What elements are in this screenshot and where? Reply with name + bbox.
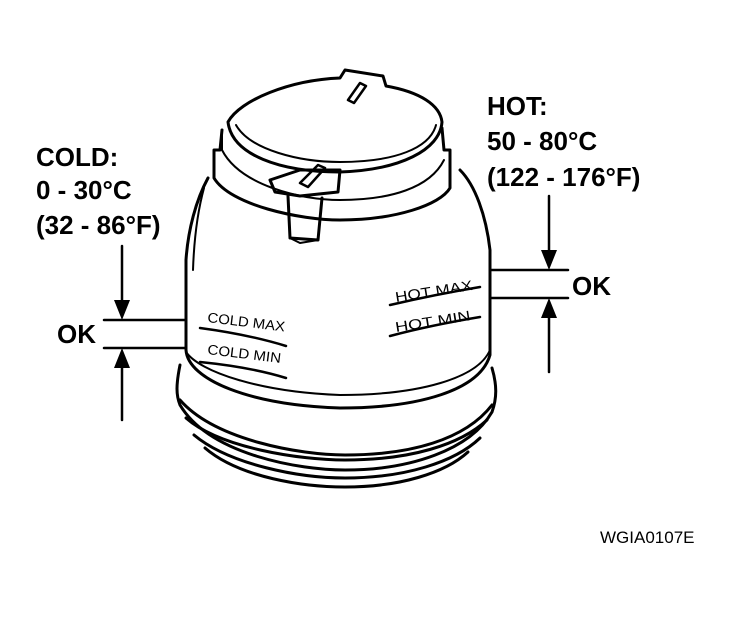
hot-celsius-range: 50 - 80°C <box>487 126 597 156</box>
hot-min-mark: HOT MIN <box>394 307 472 335</box>
hot-max-mark: HOT MAX <box>394 277 474 305</box>
cold-min-mark: COLD MIN <box>207 341 282 366</box>
cold-arrow-up-icon <box>114 348 130 368</box>
cold-heading: COLD: <box>36 142 118 172</box>
hot-arrow-up-icon <box>541 298 557 318</box>
cold-level-lines <box>198 326 288 380</box>
cold-fahrenheit-range: (32 - 86°F) <box>36 210 161 240</box>
cold-celsius-range: 0 - 30°C <box>36 175 132 205</box>
reservoir-base-rings <box>175 363 498 489</box>
figure-reference: WGIA0107E <box>600 528 695 547</box>
reservoir-body <box>184 168 492 410</box>
hot-fahrenheit-range: (122 - 176°F) <box>487 162 640 192</box>
cold-arrow-down-icon <box>114 300 130 320</box>
cold-range-indicator <box>102 244 188 422</box>
hot-range-indicator <box>488 194 570 374</box>
cold-ok-label: OK <box>57 319 96 349</box>
hot-level-lines <box>388 285 482 338</box>
hot-arrow-down-icon <box>541 250 557 270</box>
reservoir-cap <box>212 68 452 244</box>
hot-heading: HOT: <box>487 91 548 121</box>
hot-ok-label: OK <box>572 271 611 301</box>
